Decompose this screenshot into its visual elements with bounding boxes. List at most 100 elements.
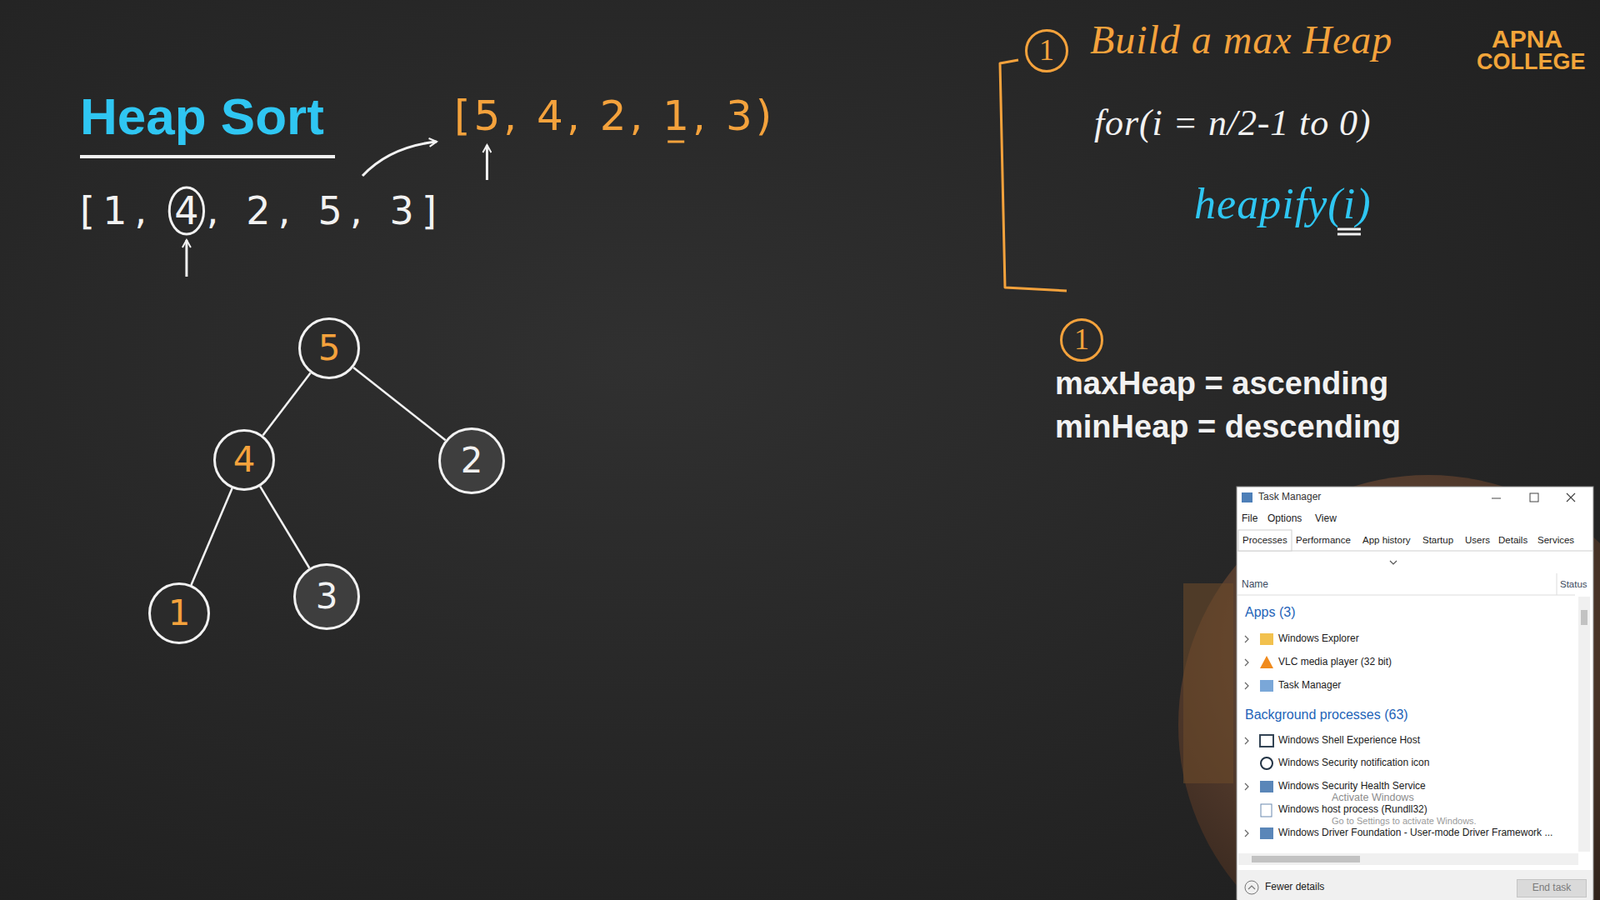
pointer-arrow xyxy=(485,145,489,180)
end-task-button: End task xyxy=(1516,879,1587,898)
tab-label: Processes xyxy=(1242,535,1288,546)
process-name: Windows host process (Rundll32) xyxy=(1278,804,1428,815)
expand-chevron xyxy=(1245,659,1249,666)
node-outline xyxy=(300,319,360,379)
collapse-icon xyxy=(1248,885,1255,890)
process-name: Windows Security Health Service xyxy=(1278,780,1426,792)
app-icon xyxy=(1241,492,1253,503)
watermark-text: Go to Settings to activate Windows. xyxy=(1331,815,1477,826)
node-outline xyxy=(440,429,505,494)
process-icon xyxy=(1260,655,1274,669)
heap-node: 5 xyxy=(298,317,360,380)
board-title: Heap Sort xyxy=(80,88,325,145)
node-text: End task xyxy=(1532,882,1572,894)
node-outline xyxy=(1061,320,1103,361)
menu-item: File xyxy=(1241,513,1258,525)
tree-edge xyxy=(262,372,310,435)
underline-mark xyxy=(1337,233,1361,236)
step-heading: Build a max Heap xyxy=(1090,18,1393,63)
process-icon xyxy=(1260,680,1274,692)
note-text: maxHeap = ascending xyxy=(1055,366,1389,402)
group-header: Background processes (63) xyxy=(1245,707,1409,723)
node-outline xyxy=(215,430,275,490)
heap-node: 2 xyxy=(438,427,505,495)
column-header: Name xyxy=(1241,579,1269,590)
tree-edge xyxy=(260,486,310,569)
scroll-thumb xyxy=(1251,855,1360,863)
horizontal-scrollbar xyxy=(1238,853,1579,865)
tab-label: Users xyxy=(1465,535,1490,546)
status-bar xyxy=(1237,870,1593,900)
process-name: Windows Security notification icon xyxy=(1278,757,1430,769)
code-line: heapify(i) xyxy=(1194,180,1372,228)
process-icon xyxy=(1260,804,1272,817)
node-text: 5 xyxy=(318,329,341,368)
close-icon xyxy=(1566,493,1575,502)
process-name: Windows Explorer xyxy=(1278,633,1360,645)
transform-arrow xyxy=(362,141,437,176)
tree-edge xyxy=(353,367,446,440)
process-name: Task Manager xyxy=(1278,680,1341,691)
bookshelf xyxy=(1183,583,1234,784)
step-bracket xyxy=(1000,60,1067,291)
expand-chevron xyxy=(1245,635,1249,643)
process-icon xyxy=(1260,780,1274,793)
process-icon xyxy=(1260,757,1273,770)
vertical-scrollbar xyxy=(1578,596,1590,852)
node-text: 1 xyxy=(1039,34,1055,68)
column-header: Status xyxy=(1560,579,1588,590)
footer-link: Fewer details xyxy=(1265,881,1325,893)
process-name: Windows Driver Foundation - User-mode Dr… xyxy=(1278,827,1553,839)
expand-chevron xyxy=(1245,682,1249,690)
expand-chevron xyxy=(1245,737,1249,745)
tab-label: Performance xyxy=(1295,535,1351,546)
node-text: 3 xyxy=(315,577,339,616)
process-icon xyxy=(1260,735,1274,747)
array-text: [5, 4, 2, 1, 3) xyxy=(454,93,775,140)
menu-item: View xyxy=(1315,513,1337,525)
selected-tab xyxy=(1238,530,1292,551)
process-icon xyxy=(1260,633,1274,645)
tab-label: App history xyxy=(1362,535,1411,546)
array-text: [1, 4, 2, 5, 3] xyxy=(80,190,445,233)
node-outline xyxy=(295,565,360,630)
underline-mark xyxy=(1337,228,1361,231)
heap-node: 1 xyxy=(148,582,210,645)
menu-item: Options xyxy=(1267,513,1302,525)
node-text: 1 xyxy=(168,594,191,633)
heap-node: 3 xyxy=(293,563,360,630)
expand-chevron xyxy=(1245,830,1249,837)
node-text: 4 xyxy=(233,440,256,480)
tab-label: Services xyxy=(1537,535,1575,546)
tree-edge xyxy=(190,488,232,585)
underline-mark xyxy=(667,140,685,144)
node-outline xyxy=(150,584,210,644)
presenter-webcam xyxy=(1178,475,1600,900)
window-title: Task Manager xyxy=(1258,491,1321,503)
heap-node: 4 xyxy=(213,429,275,491)
note-text: minHeap = descending xyxy=(1055,410,1401,445)
logo-text: COLLEGE xyxy=(1476,50,1586,75)
expand-chevron xyxy=(1245,783,1249,790)
expand-chevrons xyxy=(1245,635,1249,837)
step-number: 1 xyxy=(1025,29,1069,73)
header-line xyxy=(1237,595,1575,596)
node-outline xyxy=(1517,880,1587,898)
sort-chevron xyxy=(1390,560,1397,565)
pointer-arrow xyxy=(185,240,188,277)
step-number: 1 xyxy=(1060,318,1104,362)
watermark-text: Activate Windows xyxy=(1331,792,1415,805)
maximize-icon xyxy=(1530,493,1539,502)
group-header: Apps (3) xyxy=(1245,605,1295,620)
process-name: VLC media player (32 bit) xyxy=(1278,656,1392,668)
tab-label: Details xyxy=(1498,535,1528,546)
title-underline xyxy=(80,155,335,159)
process-icon xyxy=(1260,827,1274,840)
task-manager-window xyxy=(1236,486,1594,900)
node-text: 1 xyxy=(1074,323,1090,357)
logo-text: APNA xyxy=(1491,25,1563,53)
node-outline xyxy=(1026,30,1068,72)
minimize-icon xyxy=(1491,498,1501,500)
collapse-icon xyxy=(1245,880,1259,895)
